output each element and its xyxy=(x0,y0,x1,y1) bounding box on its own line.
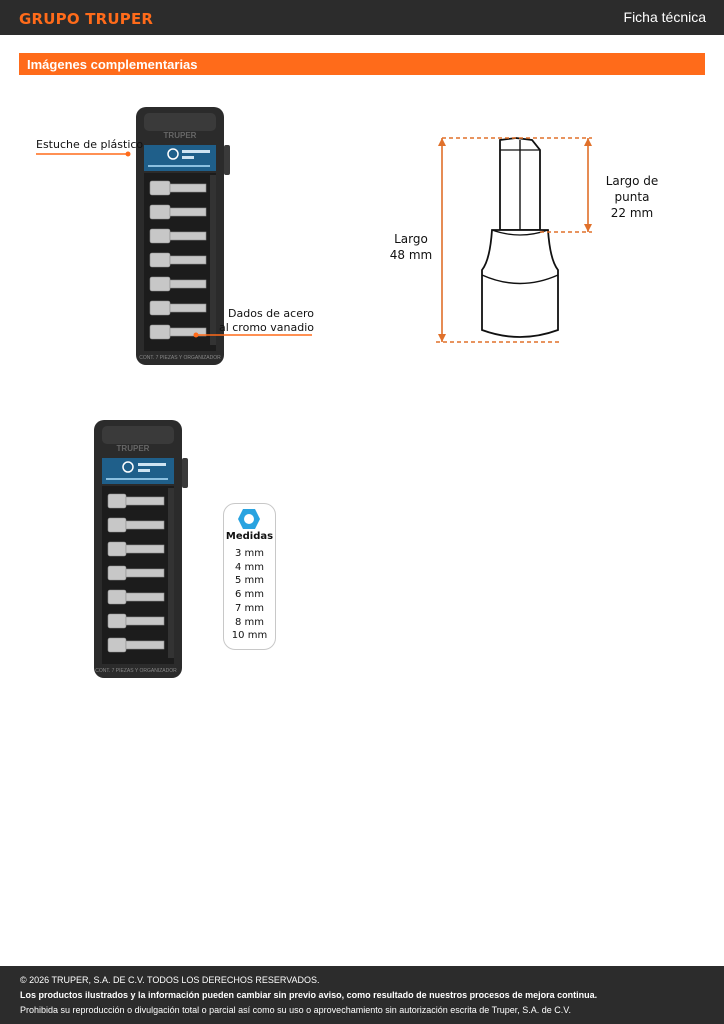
measure-size: 10 mm xyxy=(231,630,268,642)
svg-text:TRUPER: TRUPER xyxy=(117,444,150,453)
measure-size: 5 mm xyxy=(234,575,265,587)
measures-card: Medidas 3 mm 4 mm 5 mm 6 mm 7 mm 8 mm 10… xyxy=(223,503,276,650)
callout-sockets-line1: Dados de acero xyxy=(228,307,314,320)
callout-sockets: Dados de acero al cromo vanadio xyxy=(218,307,314,335)
measures-title: Medidas xyxy=(225,531,274,542)
length-dimension: Largo 48 mm xyxy=(388,231,434,263)
page-footer: © 2026 TRUPER, S.A. DE C.V. TODOS LOS DE… xyxy=(0,966,724,1024)
svg-text:CONT. 7 PIEZAS Y ORGANIZADOR: CONT. 7 PIEZAS Y ORGANIZADOR xyxy=(95,668,177,674)
svg-text:CONT. 7 PIEZAS Y ORGANIZADOR: CONT. 7 PIEZAS Y ORGANIZADOR xyxy=(139,355,221,361)
brand-logo: GRUPO TRUPER xyxy=(19,10,154,28)
measures-list: 3 mm 4 mm 5 mm 6 mm 7 mm 8 mm 10 mm xyxy=(224,547,275,643)
callout-case: Estuche de plástico xyxy=(36,138,143,152)
length-value: 48 mm xyxy=(389,248,433,262)
hex-bit-socket-drawing xyxy=(436,137,592,343)
document-type: Ficha técnica xyxy=(623,9,706,25)
socket-set-image-angle: TRUPER CONT. 7 PIEZAS Y ORGANIZADOR xyxy=(94,420,188,678)
callout-lines xyxy=(36,151,312,338)
top-header: GRUPO TRUPER Ficha técnica xyxy=(0,0,724,35)
measure-size: 4 mm xyxy=(234,561,265,573)
measure-size: 7 mm xyxy=(234,602,265,614)
measure-size: 8 mm xyxy=(234,616,265,628)
socket-set-image-front: TRUPER CONT. 7 PIEZAS Y ORGANIZADOR xyxy=(136,107,230,365)
tip-length-dimension: Largo de punta 22 mm xyxy=(590,173,674,221)
length-label: Largo xyxy=(394,232,428,246)
hex-socket-icon xyxy=(238,509,260,529)
footer-notice: Los productos ilustrados y la informació… xyxy=(20,990,598,1000)
svg-text:TRUPER: TRUPER xyxy=(164,131,197,140)
section-title: Imágenes complementarias xyxy=(27,57,198,72)
measure-size: 3 mm xyxy=(234,548,265,559)
tip-length-label: Largo de punta xyxy=(605,174,659,204)
footer-copyright: © 2026 TRUPER, S.A. DE C.V. TODOS LOS DE… xyxy=(20,975,320,985)
footer-legal: Prohibida su reproducción o divulgación … xyxy=(20,1005,571,1015)
measure-size: 6 mm xyxy=(234,589,265,601)
callout-case-label: Estuche de plástico xyxy=(36,138,144,151)
tip-length-value: 22 mm xyxy=(610,206,654,220)
section-header: Imágenes complementarias xyxy=(19,53,705,75)
callout-sockets-line2: al cromo vanadio xyxy=(218,321,314,334)
